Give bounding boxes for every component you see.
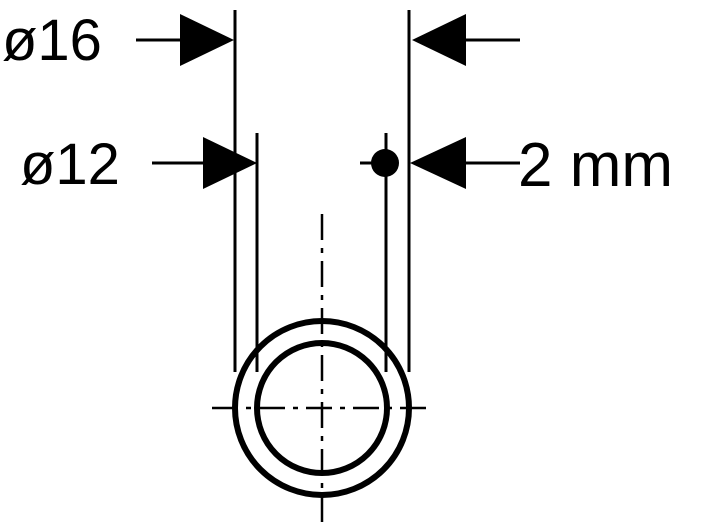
- wall-thickness-label: 2 mm: [518, 131, 673, 200]
- inner-diameter-dimension: ø12: [20, 132, 257, 197]
- extension-lines: [233, 10, 411, 372]
- outer-diameter-arrow-left: [180, 14, 234, 66]
- inner-diameter-arrow: [203, 137, 257, 189]
- wall-thickness-arrow: [410, 137, 466, 189]
- center-lines: [212, 214, 432, 527]
- outer-diameter-dimension: ø16: [2, 8, 520, 73]
- outer-diameter-label: ø16: [2, 8, 102, 73]
- wall-thickness-dimension: 2 mm: [360, 131, 673, 200]
- inner-diameter-label: ø12: [20, 132, 120, 197]
- outer-diameter-arrow-right: [412, 14, 466, 66]
